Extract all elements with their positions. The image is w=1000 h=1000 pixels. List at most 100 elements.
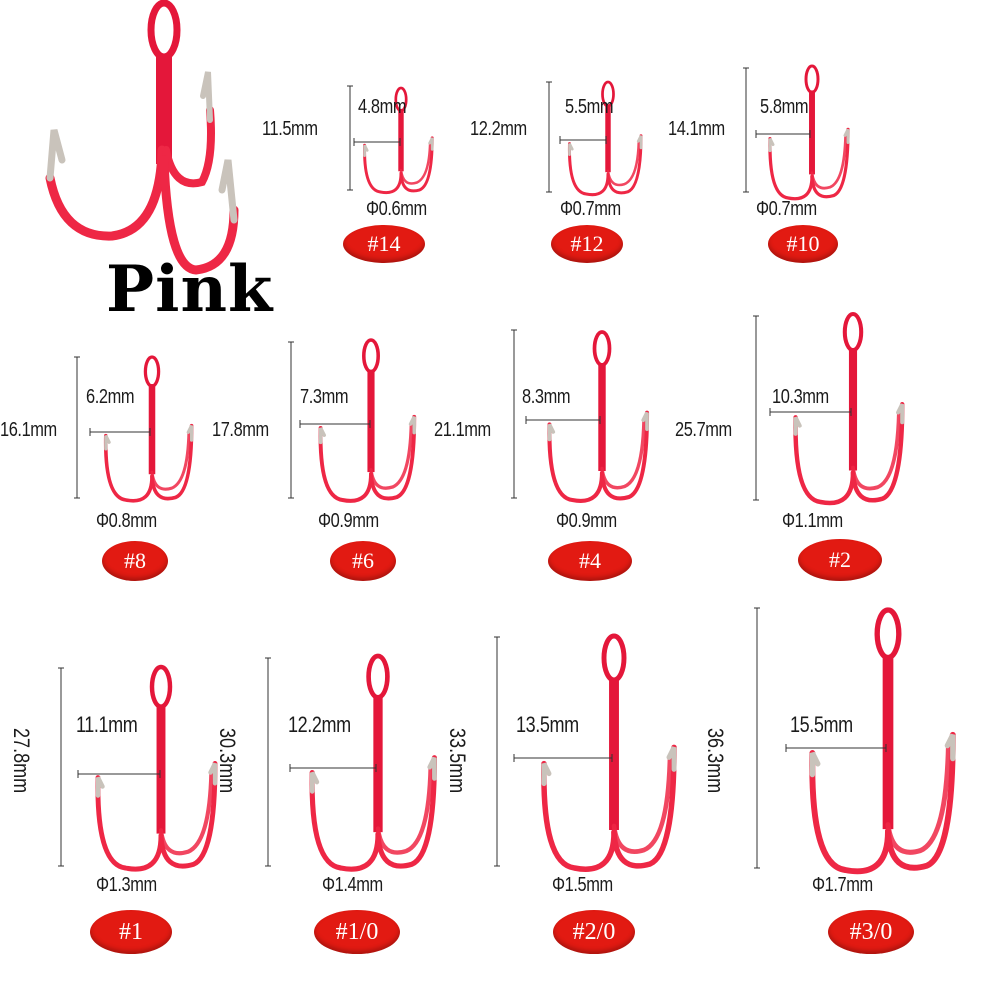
hook-back-prong — [369, 422, 414, 490]
hook-back-prong — [885, 743, 952, 855]
hook-left-prong — [318, 426, 373, 503]
hook-size-8 — [309, 653, 437, 872]
hook-eye — [143, 355, 161, 388]
hook-left-prong — [541, 760, 617, 872]
size-badge: #3/0 — [828, 910, 914, 954]
hook-right-point — [843, 128, 850, 145]
hook-left-prong — [309, 770, 381, 872]
hook-left-point — [568, 142, 574, 156]
hook-back-prong — [600, 418, 646, 490]
hook-left-point — [768, 137, 775, 153]
wire-diameter-label: Φ0.7mm — [756, 198, 817, 220]
gap-dimension-line — [513, 754, 613, 762]
wire-diameter-label: Φ1.1mm — [782, 510, 843, 532]
height-label: 12.2mm — [470, 118, 527, 140]
height-label: 36.3mm — [703, 728, 728, 794]
hook-back-prong — [158, 770, 214, 856]
hook-left-prong — [363, 143, 403, 195]
wire-diameter-label: Φ0.9mm — [556, 510, 617, 532]
hook-right-prong — [810, 127, 850, 199]
hook-left-point — [363, 144, 369, 157]
wire-diameter-label: Φ0.8mm — [96, 510, 157, 532]
hook-left-prong — [768, 136, 814, 201]
gap-dimension-line — [89, 428, 151, 436]
hook-right-prong — [885, 731, 956, 871]
gap-dimension-line — [769, 408, 852, 416]
height-dimension-line — [754, 607, 760, 869]
hook-size-0 — [363, 86, 434, 195]
hook-right-point — [208, 762, 218, 786]
hook-left-point — [46, 129, 66, 182]
hook-size-5 — [547, 330, 650, 503]
hook-eye — [601, 633, 627, 683]
hook-eye — [149, 664, 173, 709]
hook-left-prong — [567, 142, 610, 197]
size-badge: #2 — [798, 539, 882, 581]
hook-back-prong — [162, 106, 215, 188]
height-dimension-line — [347, 85, 353, 191]
gap-label: 4.8mm — [358, 96, 407, 118]
hook-shank — [598, 363, 606, 471]
hook-left-prong — [547, 422, 605, 503]
hook-size-1 — [567, 80, 643, 197]
gap-dimension-line — [525, 416, 601, 424]
hook-right-point — [944, 733, 956, 762]
gap-dimension-line — [289, 764, 377, 772]
hook-size-9 — [541, 633, 677, 872]
size-badge: #8 — [102, 541, 168, 581]
gap-dimension-line — [785, 744, 887, 752]
height-dimension-line — [753, 315, 759, 501]
gap-label: 6.2mm — [86, 386, 135, 408]
hook-right-point — [427, 756, 437, 781]
hook-left-point — [309, 771, 320, 794]
height-label: 27.8mm — [9, 728, 34, 794]
hook-size-6 — [793, 311, 905, 506]
hook-back-prong — [150, 430, 191, 491]
wire-diameter-label: Φ1.7mm — [812, 874, 873, 896]
wire-diameter-label: Φ1.4mm — [322, 874, 383, 896]
hook-right-prong — [606, 134, 643, 195]
height-label: 17.8mm — [212, 419, 269, 441]
height-label: 14.1mm — [668, 118, 725, 140]
hook-left-prong — [809, 750, 891, 875]
gap-label: 8.3mm — [522, 386, 571, 408]
gap-label: 10.3mm — [772, 386, 829, 408]
gap-dimension-line — [755, 130, 811, 138]
hook-right-prong — [399, 136, 434, 193]
hook-left-point — [793, 416, 802, 436]
hook-right-point — [428, 137, 434, 151]
height-dimension-line — [58, 667, 64, 867]
wire-diameter-label: Φ1.3mm — [96, 874, 157, 896]
height-label: 21.1mm — [434, 419, 491, 441]
hook-right-point — [896, 403, 905, 425]
gap-label: 7.3mm — [300, 386, 349, 408]
size-badge: #1 — [90, 910, 172, 954]
hook-eye — [804, 64, 820, 94]
size-badge: #4 — [548, 541, 632, 581]
wire-diameter-label: Φ0.7mm — [560, 198, 621, 220]
gap-label: 15.5mm — [790, 712, 853, 737]
size-badge: #10 — [768, 225, 838, 263]
size-badge: #1/0 — [314, 910, 400, 954]
gap-label: 11.1mm — [76, 712, 138, 737]
gap-dimension-line — [77, 770, 161, 778]
hook-eye — [362, 338, 380, 374]
hook-size-2 — [768, 64, 850, 201]
hook-right-point — [408, 416, 416, 435]
hook-eye — [592, 330, 612, 367]
hook-shank — [882, 655, 894, 830]
height-label: 33.5mm — [445, 728, 470, 794]
hook-right-prong — [369, 414, 417, 501]
hook-back-prong — [851, 410, 901, 491]
size-badge: #12 — [551, 225, 623, 263]
hook-left-point — [104, 434, 111, 451]
hook-left-point — [541, 762, 552, 787]
gap-dimension-line — [299, 420, 371, 428]
size-badge: #6 — [330, 541, 396, 581]
height-dimension-line — [74, 356, 80, 499]
hook-shank — [367, 369, 375, 473]
hero-hook — [45, 0, 239, 275]
hook-left-point — [318, 427, 326, 445]
hook-back-prong — [399, 141, 432, 185]
